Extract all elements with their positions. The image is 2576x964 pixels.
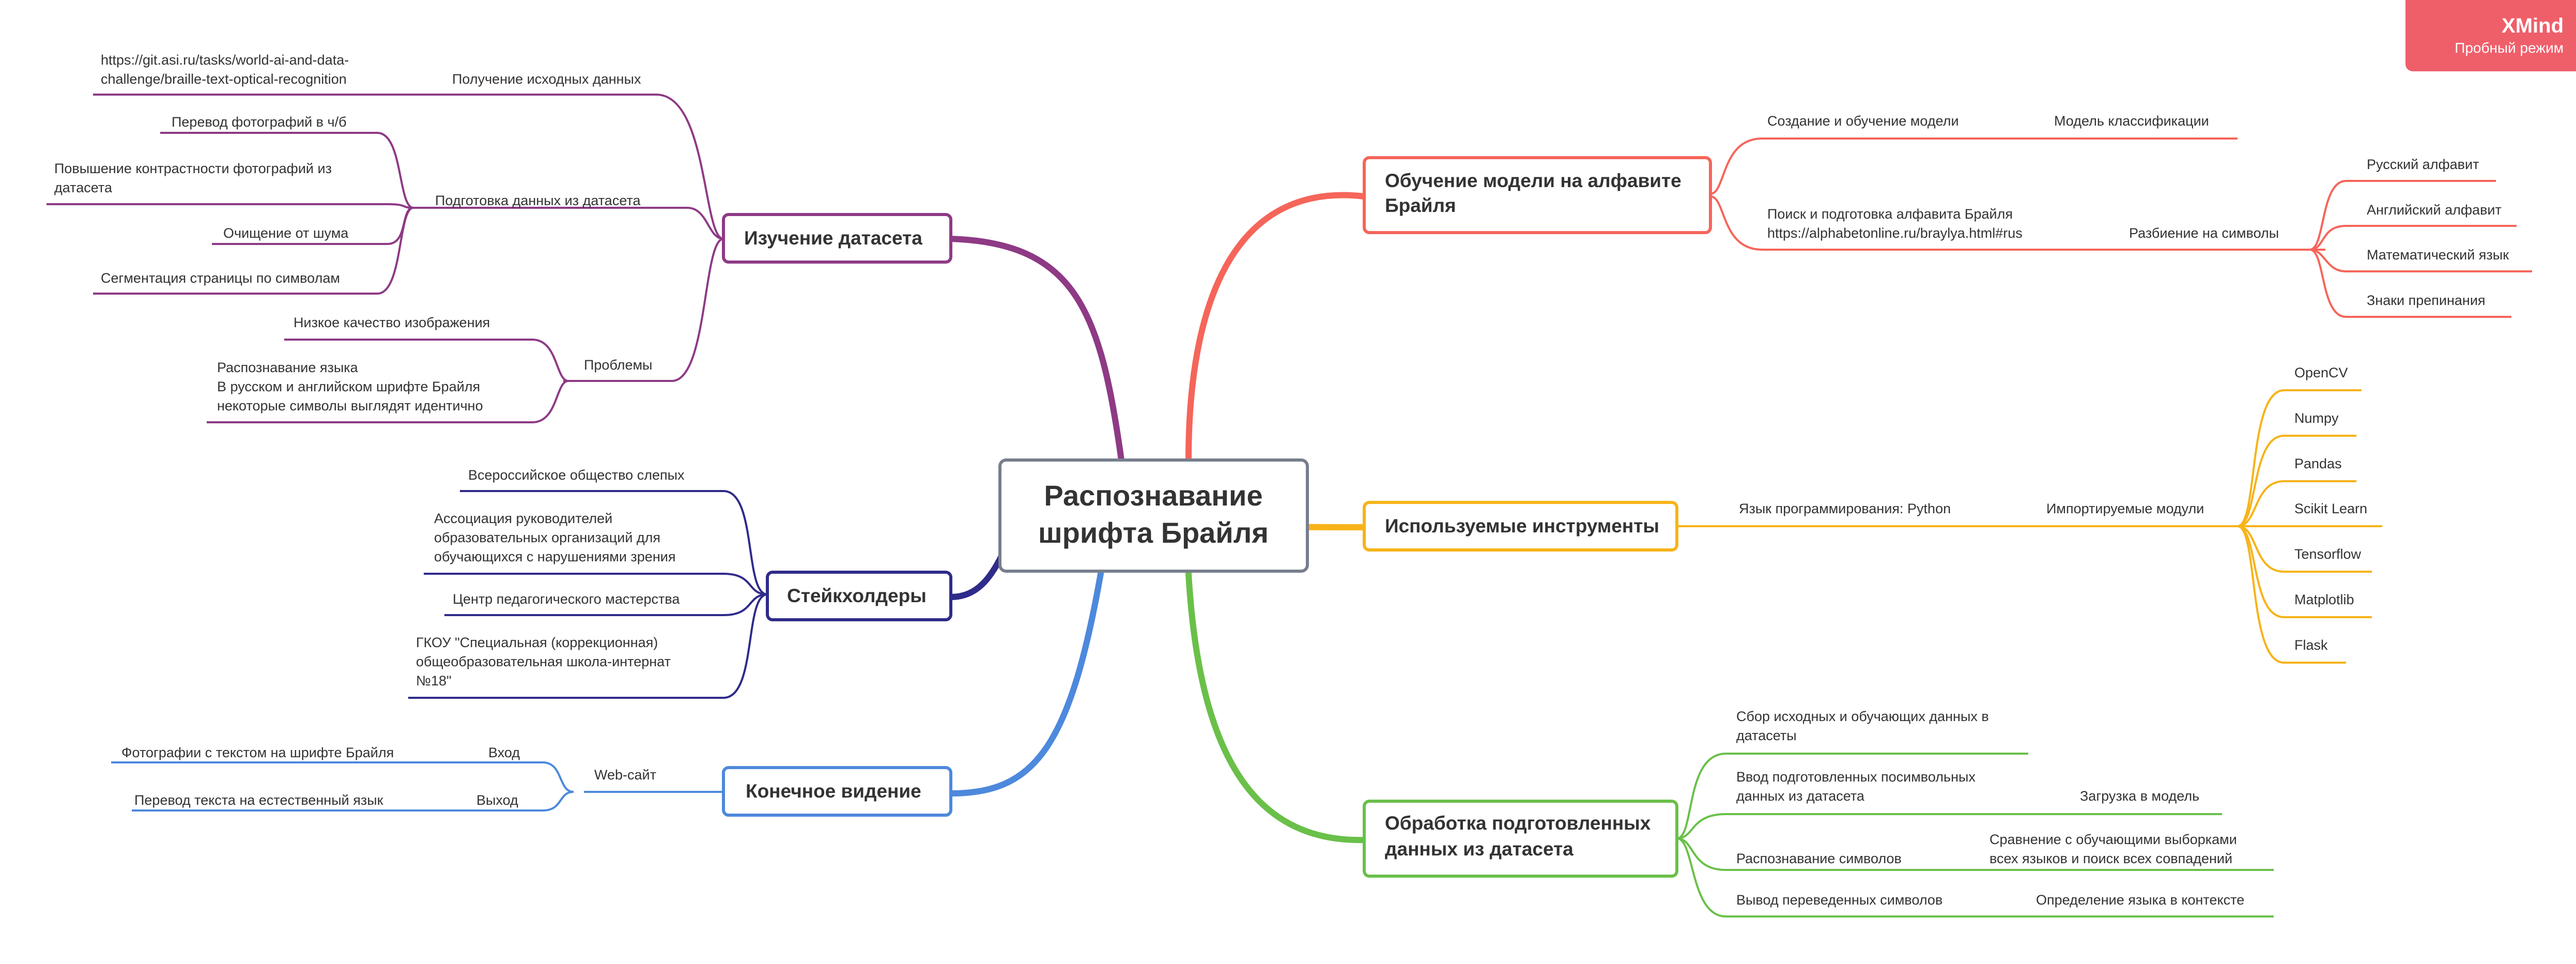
problem-language-line3[interactable]: некоторые символы выглядят идентично bbox=[217, 398, 483, 414]
stakeholder-school-line2[interactable]: общеобразовательная школа-интернат bbox=[416, 654, 671, 669]
model-search-line2[interactable]: https://alphabetonline.ru/braylya.html#r… bbox=[1767, 225, 2023, 241]
stakeholder-school-line1[interactable]: ГКОУ "Специальная (коррекционная) bbox=[416, 635, 658, 650]
model-connectors bbox=[1710, 137, 2532, 318]
prep-item-contrast-line1[interactable]: Повышение контрастности фотографий из bbox=[54, 161, 332, 176]
stakeholder-assoc-line3[interactable]: обучающихся с нарушениями зрения bbox=[434, 549, 675, 564]
stakeholder-assoc-line1[interactable]: Ассоциация руководителей bbox=[434, 511, 612, 526]
watermark-mode: Пробный режим bbox=[2455, 40, 2564, 56]
module-item[interactable]: Matplotlib bbox=[2294, 592, 2354, 607]
model-create[interactable]: Создание и обучение модели bbox=[1767, 113, 1959, 129]
model-title-line1: Обучение модели на алфавите bbox=[1385, 170, 1682, 191]
processing-title-line1: Обработка подготовленных bbox=[1385, 813, 1651, 834]
processing-compare-line2[interactable]: всех языков и поиск всех совпадений bbox=[1989, 851, 2232, 866]
stakeholders-title: Стейкхолдеры bbox=[787, 585, 927, 606]
dataset-url-line1[interactable]: https://git.asi.ru/tasks/world-ai-and-da… bbox=[101, 52, 349, 68]
processing-input-line2[interactable]: данных из датасета bbox=[1736, 788, 1865, 804]
tools-connectors bbox=[1677, 389, 2382, 664]
processing-input-line1[interactable]: Ввод подготовленных посимвольных bbox=[1736, 769, 1976, 785]
model-classify[interactable]: Модель классификации bbox=[2054, 113, 2209, 129]
dataset-connectors bbox=[47, 94, 724, 423]
prep-item-noise[interactable]: Очищение от шума bbox=[223, 225, 349, 241]
module-item[interactable]: Pandas bbox=[2294, 456, 2342, 471]
processing-detect[interactable]: Определение языка в контексте bbox=[2036, 892, 2244, 908]
topic-model[interactable] bbox=[1363, 156, 1712, 234]
module-item[interactable]: OpenCV bbox=[2294, 365, 2348, 380]
processing-title-line2: данных из датасета bbox=[1385, 838, 1574, 860]
trial-watermark[interactable]: XMind Пробный режим bbox=[2405, 0, 2576, 71]
alphabet-item[interactable]: Английский алфавит bbox=[2367, 202, 2502, 218]
processing-output[interactable]: Вывод переведенных символов bbox=[1736, 892, 1942, 908]
model-title-line2: Брайля bbox=[1385, 195, 1456, 216]
module-item[interactable]: Flask bbox=[2294, 637, 2328, 653]
problem-language-line1[interactable]: Распознавание языка bbox=[217, 360, 359, 375]
problem-language-line2[interactable]: В русском и английском шрифте Брайля bbox=[217, 379, 480, 394]
dataset-url-line2[interactable]: challenge/braille-text-optical-recogniti… bbox=[101, 71, 347, 87]
stakeholder-assoc-line2[interactable]: образовательных организаций для bbox=[434, 530, 660, 545]
prep-item-bw[interactable]: Перевод фотографий в ч/б bbox=[172, 114, 347, 130]
module-item[interactable]: Numpy bbox=[2294, 410, 2339, 426]
model-search-line1[interactable]: Поиск и подготовка алфавита Брайля bbox=[1767, 206, 2013, 222]
dataset-title: Изучение датасета bbox=[744, 227, 922, 249]
topic-tools[interactable] bbox=[1363, 501, 1678, 552]
topic-vision[interactable] bbox=[722, 766, 952, 817]
alphabet-item[interactable]: Русский алфавит bbox=[2367, 157, 2479, 172]
alphabet-item[interactable]: Математический язык bbox=[2367, 247, 2509, 263]
root-title-line1: Распознавание bbox=[1044, 479, 1262, 512]
topic-dataset[interactable] bbox=[722, 213, 952, 264]
prep-item-contrast-line2[interactable]: датасета bbox=[54, 180, 113, 195]
root-title-line2: шрифта Брайля bbox=[1038, 516, 1269, 549]
vision-output[interactable]: Выход bbox=[476, 792, 518, 808]
module-item[interactable]: Tensorflow bbox=[2294, 546, 2362, 562]
tools-title: Используемые инструменты bbox=[1385, 515, 1659, 537]
vision-input[interactable]: Вход bbox=[488, 745, 520, 760]
watermark-brand: XMind bbox=[2502, 14, 2564, 37]
dataset-prepare[interactable]: Подготовка данных из датасета bbox=[435, 193, 641, 208]
topic-stakeholders[interactable] bbox=[766, 571, 952, 621]
processing-load[interactable]: Загрузка в модель bbox=[2080, 788, 2199, 804]
alphabet-item[interactable]: Знаки препинания bbox=[2367, 293, 2486, 308]
vision-translation[interactable]: Перевод текста на естественный язык bbox=[134, 792, 383, 808]
prep-item-segmentation[interactable]: Сегментация страницы по символам bbox=[101, 270, 340, 286]
vision-connectors bbox=[111, 761, 723, 812]
topic-processing[interactable] bbox=[1363, 800, 1678, 878]
branch-dataset bbox=[948, 236, 1124, 463]
processing-collect-line1[interactable]: Сбор исходных и обучающих данных в bbox=[1736, 709, 1989, 724]
stakeholder-society[interactable]: Всероссийское общество слепых bbox=[468, 467, 685, 483]
stakeholder-school-line3[interactable]: №18" bbox=[416, 673, 452, 688]
tools-imports[interactable]: Импортируемые модули bbox=[2046, 501, 2204, 516]
processing-recognize[interactable]: Распознавание символов bbox=[1736, 851, 1902, 866]
model-split[interactable]: Разбиение на символы bbox=[2129, 225, 2279, 241]
vision-photos[interactable]: Фотографии с текстом на шрифте Брайля bbox=[121, 745, 394, 760]
tools-language[interactable]: Язык программирования: Python bbox=[1739, 501, 1951, 516]
processing-collect-line2[interactable]: датасеты bbox=[1736, 728, 1797, 743]
branch-vision bbox=[948, 571, 1104, 797]
branch-processing bbox=[1185, 571, 1367, 844]
vision-web[interactable]: Web-сайт bbox=[594, 767, 656, 783]
processing-compare-line1[interactable]: Сравнение с обучающими выборками bbox=[1989, 832, 2237, 847]
dataset-problems[interactable]: Проблемы bbox=[584, 357, 652, 373]
stakeholders-connectors bbox=[408, 490, 768, 699]
branch-model bbox=[1185, 192, 1367, 463]
root-topic[interactable] bbox=[998, 458, 1309, 573]
processing-connectors bbox=[1676, 753, 2274, 917]
dataset-source[interactable]: Получение исходных данных bbox=[452, 71, 641, 87]
stakeholder-center[interactable]: Центр педагогического мастерства bbox=[453, 591, 680, 607]
problem-quality[interactable]: Низкое качество изображения bbox=[294, 315, 490, 330]
module-item[interactable]: Scikit Learn bbox=[2294, 501, 2367, 516]
vision-title: Конечное видение bbox=[746, 781, 921, 802]
